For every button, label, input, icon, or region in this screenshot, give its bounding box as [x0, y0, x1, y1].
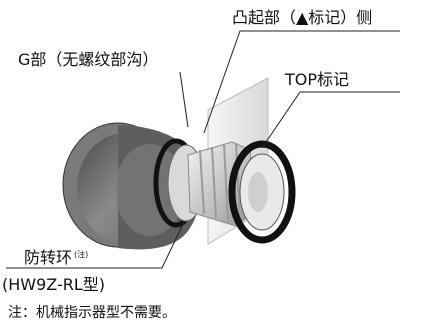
leader-convex-side: [203, 30, 400, 134]
locking-nut: [228, 140, 296, 244]
anti-rotation-ring-text: 防转环: [24, 248, 73, 267]
label-anti-rotation-ring: 防转环(注): [24, 246, 88, 267]
leader-lines: [6, 30, 400, 269]
leader-top-mark: [261, 91, 400, 149]
label-model: (HW9Z-RL型): [2, 275, 106, 294]
label-convex-side: 凸起部（▲标记）侧: [232, 8, 373, 27]
footnote: 注：机械指示器型不需要。: [8, 305, 176, 321]
leader-g-part: [179, 71, 189, 128]
label-g-part: G部（无螺纹部沟）: [18, 50, 159, 69]
label-top-mark: TOP标记: [285, 70, 350, 89]
note-marker: (注): [74, 250, 89, 259]
leader-anti-rotation: [6, 221, 185, 269]
